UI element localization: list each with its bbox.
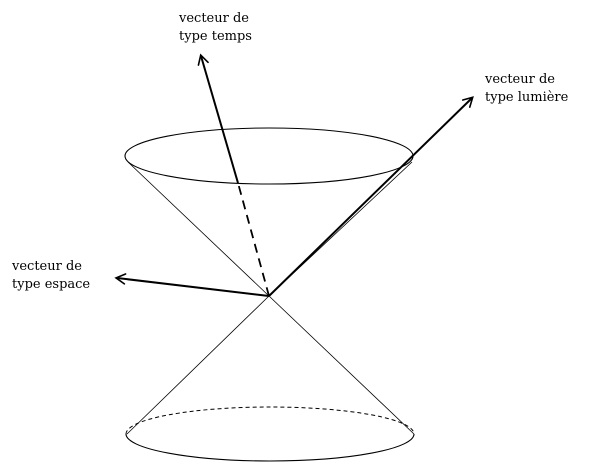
light-vector-label: vecteur de type lumière xyxy=(484,72,569,105)
past-cone-right-edge xyxy=(268,295,415,435)
space-vector xyxy=(114,273,270,297)
space-vector-label: vecteur de type espace xyxy=(11,259,90,292)
time-vector-label-line-2: type temps xyxy=(179,29,252,44)
light-vector-label-line-1: vecteur de xyxy=(484,72,555,87)
time-vector-label-line-1: vecteur de xyxy=(178,11,249,26)
future-cone xyxy=(124,127,414,297)
time-vector-visible-segment xyxy=(197,53,239,184)
light-vector xyxy=(268,96,474,297)
space-vector-label-line-1: vecteur de xyxy=(11,259,82,274)
past-cone-rim-front xyxy=(125,433,415,462)
future-cone-left-edge xyxy=(127,161,270,297)
past-cone-left-edge xyxy=(126,295,270,435)
time-vector-hidden-segment xyxy=(237,182,270,297)
space-vector-label-line-2: type espace xyxy=(12,277,90,292)
time-vector xyxy=(197,53,270,297)
past-cone-rim-back xyxy=(125,406,415,435)
future-cone-rim xyxy=(124,127,414,185)
light-vector-label-line-2: type lumière xyxy=(485,90,569,105)
past-cone xyxy=(125,295,415,462)
time-vector-label: vecteur de type temps xyxy=(178,11,253,44)
